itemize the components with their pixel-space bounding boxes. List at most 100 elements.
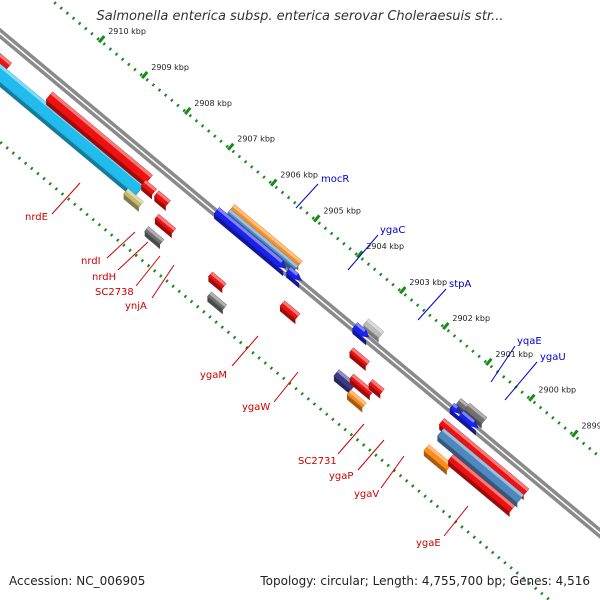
tick-label: 2902 kbp bbox=[452, 314, 490, 323]
label-leader-lines bbox=[51, 182, 538, 537]
gene-bar-side bbox=[368, 384, 381, 399]
gene-bar-highlight bbox=[348, 390, 367, 406]
gene-bar-side bbox=[208, 276, 223, 294]
leader-line bbox=[443, 505, 469, 537]
gene-bar-side bbox=[459, 416, 476, 436]
gene-bar-side bbox=[363, 325, 379, 343]
gene-bar[interactable] bbox=[458, 410, 479, 429]
gene-bar-highlight bbox=[228, 209, 299, 268]
leader-line bbox=[135, 255, 161, 287]
tick-mark bbox=[485, 357, 493, 366]
gene-bar-side bbox=[333, 376, 351, 395]
gene-bar-highlight bbox=[143, 180, 157, 192]
accession-text: Accession: NC_006905 bbox=[9, 574, 146, 588]
gene-bar-side bbox=[449, 408, 459, 422]
gene-bar-highlight bbox=[282, 300, 300, 316]
gene-bar-side bbox=[448, 460, 510, 517]
tick-mark bbox=[313, 214, 321, 223]
gene-features bbox=[0, 53, 530, 517]
tick-label: 2901 kbp bbox=[495, 350, 533, 359]
gene-bar-highlight bbox=[0, 53, 12, 66]
tick-mark bbox=[183, 106, 192, 115]
gene-bar-highlight bbox=[156, 214, 176, 231]
tick-mark bbox=[140, 71, 149, 80]
gene-label-ygaP[interactable]: ygaP bbox=[329, 471, 353, 482]
tick-label: 2905 kbp bbox=[323, 206, 361, 215]
leader-line bbox=[490, 345, 516, 383]
leader-line bbox=[357, 439, 385, 471]
lane-line bbox=[49, 0, 600, 460]
genome-stats-text: Topology: circular; Length: 4,755,700 bp… bbox=[260, 574, 590, 588]
tick-mark bbox=[571, 429, 579, 438]
tick-marks: 2910 kbp 2909 kbp 2908 kbp 2907 kbp 2906 kbp… bbox=[97, 27, 600, 438]
gene-label-nrdI[interactable]: nrdI bbox=[81, 256, 101, 267]
gene-bar-highlight bbox=[442, 418, 529, 492]
leader-line bbox=[347, 234, 379, 271]
gene-label-ygaM[interactable]: ygaM bbox=[200, 370, 227, 381]
leader-line bbox=[151, 264, 175, 299]
tick-mark bbox=[442, 321, 450, 331]
gene-bar-highlight bbox=[427, 444, 452, 467]
gene-bar-side bbox=[280, 306, 296, 325]
tick-label: 2907 kbp bbox=[237, 135, 275, 144]
gene-bar-side bbox=[347, 394, 363, 413]
gene-labels: mocR ygaC stpA yqaE ygaU nrdE nrdI nrdH SC2738 yn… bbox=[25, 174, 566, 549]
gene-bar-highlight bbox=[366, 318, 384, 334]
gene-bar-highlight bbox=[452, 403, 459, 409]
gene-bar-highlight bbox=[210, 272, 227, 286]
gene-bar-highlight bbox=[288, 267, 299, 276]
gene-bar-side bbox=[352, 328, 367, 346]
tick-mark bbox=[528, 393, 536, 402]
gene-bar-highlight bbox=[232, 204, 303, 264]
gene-bar-side bbox=[144, 231, 160, 250]
tick-label: 2908 kbp bbox=[194, 99, 232, 108]
gene-label-ynjA[interactable]: ynjA bbox=[125, 301, 147, 312]
gene-bar-side bbox=[286, 272, 300, 289]
gene-bar[interactable] bbox=[0, 62, 146, 196]
gene-label-ygaV[interactable]: ygaV bbox=[354, 489, 379, 500]
gene-bar-highlight bbox=[461, 411, 475, 423]
gene-label-yqaE[interactable]: yqaE bbox=[517, 336, 542, 347]
gene-label-ygaW[interactable]: ygaW bbox=[242, 402, 270, 413]
tick-label: 2909 kbp bbox=[151, 63, 189, 72]
tick-mark bbox=[399, 286, 407, 295]
tick-mark bbox=[356, 250, 364, 259]
gene-bar-side bbox=[154, 196, 166, 211]
leader-line bbox=[417, 288, 447, 321]
gene-bar-highlight bbox=[209, 292, 227, 308]
gene-label-nrdH[interactable]: nrdH bbox=[92, 272, 116, 283]
leader-line bbox=[51, 182, 81, 215]
tick-mark bbox=[270, 178, 278, 187]
gene-bar[interactable] bbox=[213, 207, 287, 269]
gene-bar-side bbox=[349, 352, 366, 371]
gene-bar-highlight bbox=[468, 403, 487, 420]
gene-bar-side bbox=[0, 82, 136, 201]
tick-label: 2910 kbp bbox=[108, 27, 146, 36]
gene-bar-highlight bbox=[50, 92, 153, 178]
leader-line bbox=[231, 335, 259, 367]
gene-label-SC2731[interactable]: SC2731 bbox=[298, 456, 337, 467]
gene-bar-side bbox=[423, 450, 447, 476]
gene-label-ygaC[interactable]: ygaC bbox=[380, 225, 405, 236]
gene-bar-highlight bbox=[351, 347, 370, 364]
gene-bar-highlight bbox=[126, 188, 144, 204]
leader-line bbox=[106, 231, 136, 259]
gene-bar-side bbox=[154, 219, 172, 239]
tick-mark bbox=[97, 35, 106, 44]
tick-label: 2904 kbp bbox=[366, 242, 404, 251]
tick-label: 2899 kbp bbox=[581, 421, 600, 430]
gene-bar-highlight bbox=[370, 379, 385, 392]
gene-label-ygaU[interactable]: ygaU bbox=[540, 352, 566, 363]
leader-line bbox=[117, 241, 149, 271]
gene-label-SC2738[interactable]: SC2738 bbox=[95, 287, 134, 298]
gene-label-stpA[interactable]: stpA bbox=[449, 279, 471, 290]
leader-line bbox=[504, 361, 538, 401]
gene-label-nrdE[interactable]: nrdE bbox=[25, 212, 48, 223]
leader-line bbox=[380, 455, 405, 489]
gene-label-ygaE[interactable]: ygaE bbox=[416, 538, 441, 549]
tick-label: 2906 kbp bbox=[280, 171, 318, 180]
gene-label-mocR[interactable]: mocR bbox=[321, 174, 349, 185]
gene-bar-side bbox=[123, 194, 139, 212]
